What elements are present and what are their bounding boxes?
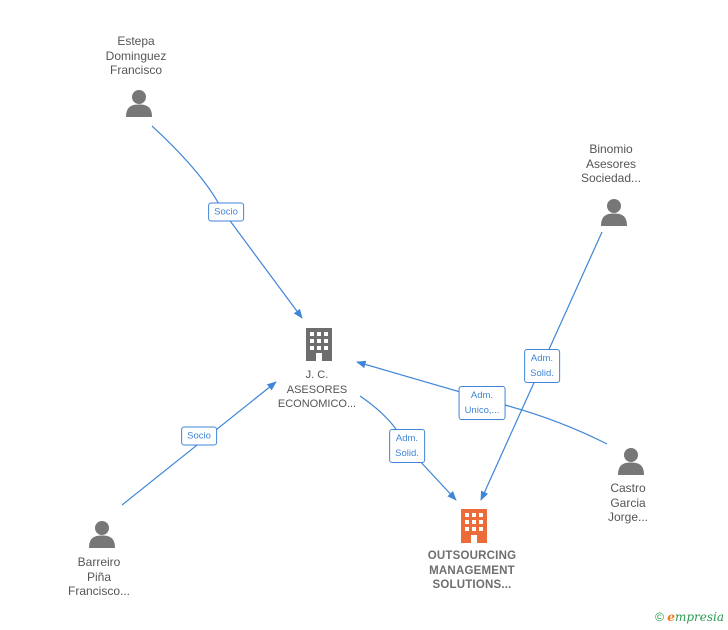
node-label-line: Garcia [610, 495, 646, 510]
focus-company-building-icon[interactable] [458, 508, 490, 543]
edge-label-line: Adm. [530, 353, 554, 364]
node-label-line: ECONOMICO... [277, 398, 357, 410]
node-label-line: Piña [86, 569, 112, 584]
edge-label-castro-jc[interactable]: Adm. Unico,... [458, 386, 506, 420]
brand-initial: e [667, 610, 675, 624]
node-label-line: J. C. [305, 369, 329, 381]
copyright-symbol: © [655, 610, 664, 624]
edge-label-barreiro-jc[interactable]: Socio [181, 426, 217, 446]
node-label-outsourcing[interactable]: OUTSOURCING MANAGEMENT SOLUTIONS... [428, 549, 516, 593]
edge-label-binomio-outsourcing[interactable]: Adm. Solid. [524, 349, 560, 383]
person-icon[interactable] [599, 197, 629, 227]
edge-label-line: Solid. [530, 368, 554, 379]
node-label-line: Jorge... [607, 510, 649, 524]
node-label-jc[interactable]: J. C. ASESORES ECONOMICO... [278, 368, 356, 412]
node-label-line: OUTSOURCING [427, 550, 517, 562]
node-label-line: Binomio [589, 142, 633, 156]
brand-logo: empresia [667, 610, 724, 624]
node-label-line: MANAGEMENT [429, 564, 515, 577]
edge-label-estepa-jc[interactable]: Socio [208, 202, 244, 222]
edge-label-line: Socio [214, 206, 238, 218]
company-building-icon[interactable] [303, 327, 335, 361]
node-label-line: Francisco... [67, 584, 131, 598]
edge-label-line: Solid. [395, 448, 419, 459]
edge-label-line: Adm. [470, 390, 494, 401]
node-label-line: ASESORES [286, 383, 348, 396]
edge-label-line: Unico,... [464, 405, 500, 416]
node-label-barreiro[interactable]: Barreiro Piña Francisco... [68, 555, 130, 599]
edge-castro-jc [356, 360, 608, 445]
edge-estepa-jc [151, 125, 303, 319]
person-icon[interactable] [87, 519, 117, 549]
node-label-estepa[interactable]: Estepa Dominguez Francisco [106, 34, 167, 78]
node-label-line: Asesores [585, 156, 637, 171]
node-label-line: SOLUTIONS... [432, 579, 512, 591]
node-label-line: Estepa [117, 34, 155, 48]
edge-label-line: Socio [187, 430, 211, 442]
person-icon[interactable] [124, 88, 154, 118]
node-label-binomio[interactable]: Binomio Asesores Sociedad... [581, 142, 641, 186]
node-label-line: Francisco [109, 63, 163, 77]
edge-label-jc-outsourcing[interactable]: Adm. Solid. [389, 429, 425, 463]
node-label-line: Barreiro [77, 555, 121, 569]
node-label-line: Sociedad... [580, 171, 642, 185]
node-label-castro[interactable]: Castro Garcia Jorge... [608, 481, 648, 525]
person-icon[interactable] [616, 446, 646, 476]
node-label-line: Castro [610, 481, 646, 495]
brand-name: mpresia [674, 610, 724, 624]
copyright-footer: © empresia [655, 610, 724, 624]
edge-label-line: Adm. [395, 433, 419, 444]
node-label-line: Dominguez [105, 48, 167, 63]
